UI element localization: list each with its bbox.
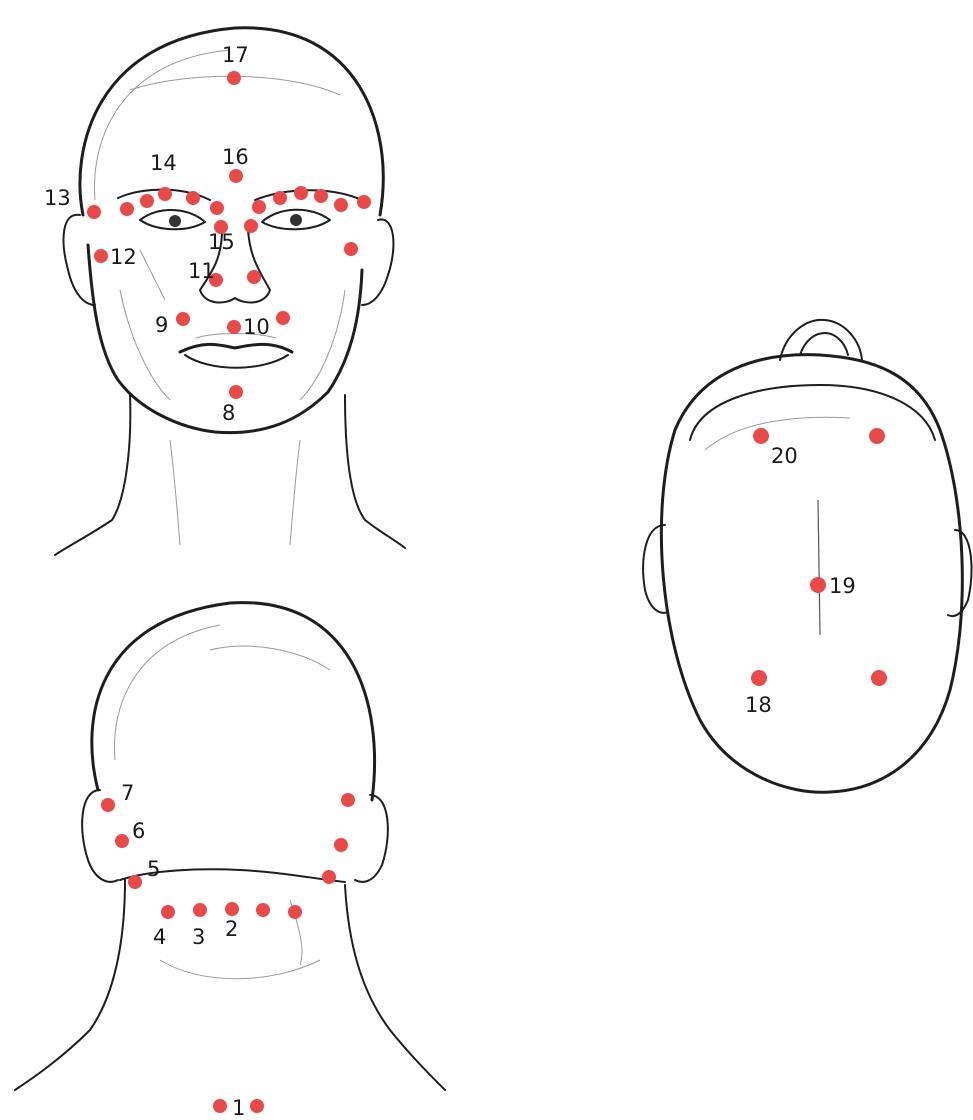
- point-4: [161, 905, 175, 919]
- label-6: 6: [132, 819, 145, 843]
- point-17: [227, 71, 241, 85]
- label-7: 7: [121, 781, 134, 805]
- point-1-right: [250, 1099, 264, 1113]
- label-1: 1: [232, 1096, 245, 1120]
- label-2: 2: [225, 917, 238, 941]
- point-10-center: [227, 320, 241, 334]
- label-20: 20: [771, 444, 798, 468]
- point-12-right: [344, 242, 358, 256]
- point-7: [101, 798, 115, 812]
- point-14: [158, 187, 172, 201]
- back-head-sketch: [15, 603, 445, 1090]
- point-7-right: [341, 793, 355, 807]
- back-labels: 7 6 5 4 3 2 1: [121, 781, 245, 1120]
- point-brow-left-3: [186, 191, 200, 205]
- label-11: 11: [188, 259, 215, 283]
- label-3: 3: [192, 925, 205, 949]
- point-brow-right-2: [273, 191, 287, 205]
- point-brow-right-6: [357, 195, 371, 209]
- point-19: [810, 577, 826, 593]
- point-2: [225, 902, 239, 916]
- point-6-right: [334, 838, 348, 852]
- label-18: 18: [745, 693, 772, 717]
- front-head-sketch: [55, 28, 405, 555]
- point-2-right: [256, 903, 270, 917]
- label-15: 15: [208, 230, 235, 254]
- point-3: [193, 903, 207, 917]
- point-brow-right-4: [314, 189, 328, 203]
- point-16: [229, 169, 243, 183]
- point-12: [94, 249, 108, 263]
- point-brow-right-5: [334, 198, 348, 212]
- top-head-sketch: [643, 320, 971, 792]
- point-5: [128, 875, 142, 889]
- point-20-right: [869, 428, 885, 444]
- point-9: [176, 312, 190, 326]
- point-1-left: [213, 1099, 227, 1113]
- label-19: 19: [829, 574, 856, 598]
- label-17: 17: [222, 43, 249, 67]
- point-brow-right-1: [252, 200, 266, 214]
- point-brow-left-1: [120, 202, 134, 216]
- point-5-right: [322, 870, 336, 884]
- point-11-right: [247, 270, 261, 284]
- label-14: 14: [150, 151, 177, 175]
- label-4: 4: [153, 925, 166, 949]
- point-6: [115, 834, 129, 848]
- label-12: 12: [110, 245, 137, 269]
- point-brow-right-3: [294, 186, 308, 200]
- point-8: [229, 385, 243, 399]
- point-20: [753, 428, 769, 444]
- label-16: 16: [222, 145, 249, 169]
- point-13: [87, 205, 101, 219]
- point-brow-left-4: [210, 201, 224, 215]
- label-8: 8: [222, 401, 235, 425]
- point-brow-left-2: [140, 194, 154, 208]
- label-5: 5: [147, 857, 160, 881]
- point-18: [751, 670, 767, 686]
- point-10-right: [276, 311, 290, 325]
- label-10: 10: [243, 315, 270, 339]
- label-13: 13: [44, 186, 71, 210]
- label-9: 9: [155, 313, 168, 337]
- point-brow-right-0: [244, 219, 258, 233]
- point-18-right: [871, 670, 887, 686]
- point-4-right: [288, 905, 302, 919]
